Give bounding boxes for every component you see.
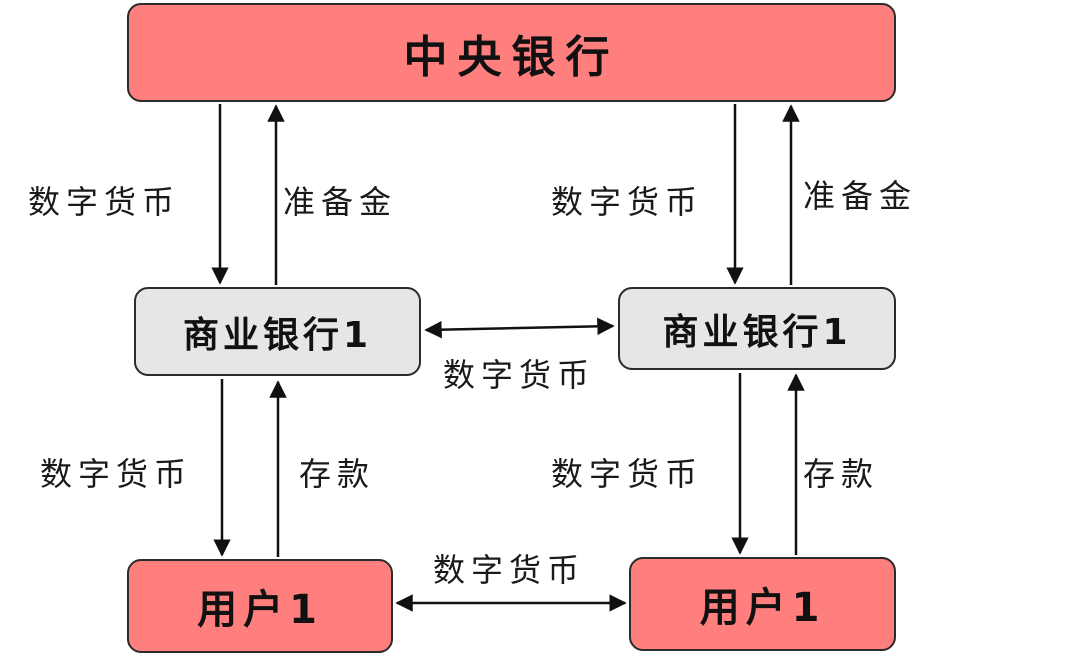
central-bank-box: 中央银行 (127, 3, 896, 102)
label-cb-to-bank-left: 数字货币 (28, 183, 181, 221)
arrow-bank-to-bank (424, 317, 615, 339)
label-bank-left-to-cb: 准备金 (283, 183, 398, 221)
commercial-bank-right-box: 商业银行1 (618, 287, 896, 370)
label-bank-left-to-user-left: 数字货币 (40, 455, 193, 493)
user-right-box: 用户1 (629, 557, 896, 651)
user-left-box: 用户1 (127, 559, 393, 653)
label-bank-to-bank: 数字货币 (443, 356, 596, 394)
label-user-right-to-bank-right: 存款 (803, 455, 880, 493)
label-user-left-to-bank-left: 存款 (299, 455, 376, 493)
label-bank-right-to-user-right: 数字货币 (551, 455, 704, 493)
commercial-bank-left-box: 商业银行1 (134, 287, 421, 376)
label-cb-to-bank-right: 数字货币 (551, 183, 704, 221)
label-bank-right-to-cb: 准备金 (803, 177, 918, 215)
label-user-to-user: 数字货币 (433, 551, 586, 589)
